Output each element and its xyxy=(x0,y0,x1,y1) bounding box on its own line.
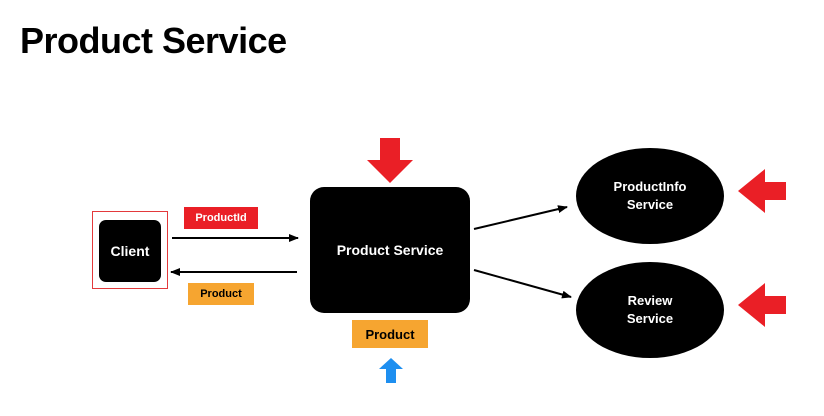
product-service-node: Product Service xyxy=(310,187,470,313)
review-highlight-arrow xyxy=(738,283,786,327)
client-node: Client xyxy=(99,220,161,282)
product-service-label: Product Service xyxy=(336,242,444,258)
client-highlight-frame xyxy=(92,211,168,289)
review-service-label-line1: Review xyxy=(627,293,673,308)
review-service-label-line2: Service xyxy=(626,311,674,326)
productid-request-tag: ProductId xyxy=(184,207,258,229)
product-input-arrow xyxy=(379,358,403,383)
productinfo-service-label-line1: ProductInfo xyxy=(613,179,687,194)
productinfo-call-arrow xyxy=(473,205,568,230)
review-service-node: Review Service xyxy=(576,262,724,358)
productinfo-service-label-line2: Service xyxy=(626,197,674,212)
review-call-arrow xyxy=(473,269,572,299)
product-response-tag: Product xyxy=(188,283,254,305)
page-title: Product Service xyxy=(20,20,287,61)
product-output-tag: Product xyxy=(352,320,428,348)
client-label: Client xyxy=(110,243,150,259)
product-service-highlight-arrow xyxy=(367,138,413,183)
productinfo-service-node: ProductInfo Service xyxy=(576,148,724,244)
productinfo-highlight-arrow xyxy=(738,169,786,213)
